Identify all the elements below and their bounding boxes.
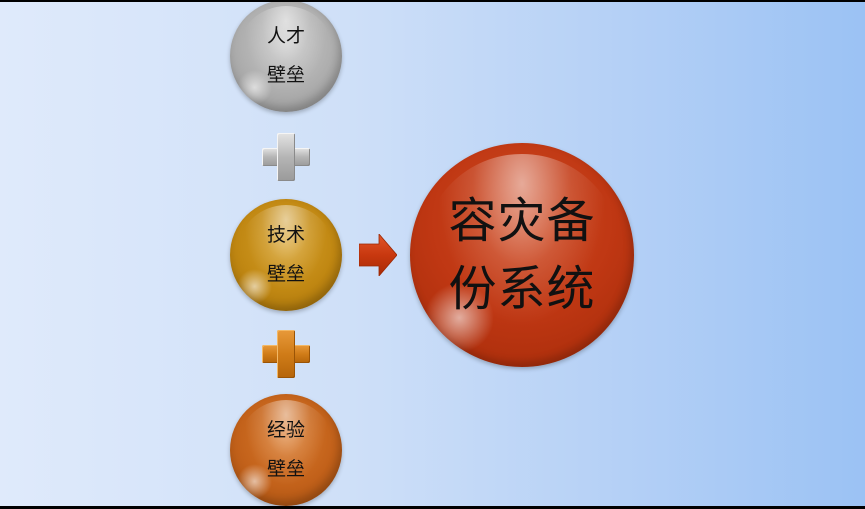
- experience-barrier-line2: 壁垒: [266, 458, 305, 480]
- technology-barrier-circle: 技术 壁垒: [230, 199, 342, 311]
- plus-bar-vertical: [277, 330, 295, 378]
- right-arrow-icon: [359, 234, 397, 276]
- talent-barrier-line1: 人才: [266, 25, 305, 47]
- disaster-recovery-system-circle: 容灾备 份系统: [410, 143, 634, 367]
- technology-barrier-line2: 壁垒: [266, 263, 305, 285]
- result-line1: 容灾备: [448, 193, 596, 249]
- plus-icon: [262, 330, 310, 378]
- technology-barrier-line1: 技术: [266, 224, 305, 246]
- experience-barrier-line1: 经验: [266, 419, 305, 441]
- plus-bar-vertical: [277, 133, 295, 181]
- result-line2: 份系统: [448, 261, 596, 317]
- talent-barrier-line2: 壁垒: [266, 64, 305, 86]
- plus-icon: [262, 133, 310, 181]
- experience-barrier-circle: 经验 壁垒: [230, 394, 342, 506]
- talent-barrier-circle: 人才 壁垒: [230, 2, 342, 112]
